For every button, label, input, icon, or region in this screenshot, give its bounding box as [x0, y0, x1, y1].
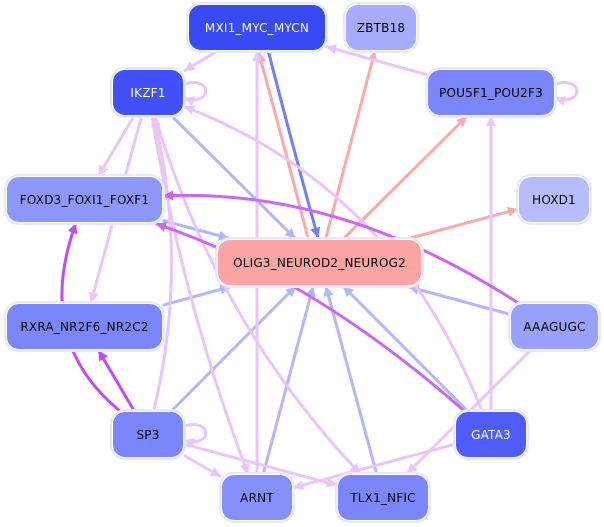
node-mxi1_myc_mycn[interactable]: MXI1_MYC_MYCN [189, 5, 325, 50]
edge-arnt-to-olig3_neurod2_neurog2 [262, 285, 316, 475]
edge-ikzf1-to-foxd3_foxi1_foxf1 [97, 115, 135, 177]
edge-sp3-to-rxra_nr2f6_nr2c2 [97, 349, 136, 412]
self-loop-pou5f1_pou2f3 [553, 81, 579, 106]
node-label: ARNT [240, 490, 274, 505]
node-label: RXRA_NR2F6_NR2C2 [20, 319, 149, 334]
edge-pou5f1_pou2f3-to-mxi1_myc_mycn [325, 44, 428, 76]
node-arnt[interactable]: ARNT [222, 475, 292, 520]
node-gata3[interactable]: GATA3 [456, 412, 526, 457]
edge-ikzf1-to-tlx1_nfic [153, 115, 362, 475]
edge-ikzf1-to-olig3_neurod2_neurog2 [171, 115, 297, 240]
node-zbtb18[interactable]: ZBTB18 [346, 5, 416, 50]
node-label: FOXD3_FOXI1_FOXF1 [19, 192, 150, 207]
node-olig3_neurod2_neurog2[interactable]: OLIG3_NEUROD2_NEUROG2 [218, 240, 421, 285]
node-pou5f1_pou2f3[interactable]: POU5F1_POU2F3 [428, 70, 554, 115]
node-label: POU5F1_POU2F3 [439, 85, 543, 100]
edge-mxi1_myc_mycn-to-olig3_neurod2_neurog2 [266, 49, 321, 239]
edge-rxra_nr2f6_nr2c2-to-olig3_neurod2_neurog2 [162, 284, 232, 307]
node-label: MXI1_MYC_MYCN [204, 20, 310, 35]
edge-sp3-to-ikzf1 [151, 115, 173, 412]
edge-mxi1_myc_mycn-to-ikzf1 [183, 50, 218, 72]
node-foxd3_foxi1_foxf1[interactable]: FOXD3_FOXI1_FOXF1 [7, 177, 162, 222]
edge-gata3-to-foxd3_foxi1_foxf1 [155, 222, 465, 412]
node-label: OLIG3_NEUROD2_NEUROG2 [233, 255, 406, 270]
node-ikzf1[interactable]: IKZF1 [113, 70, 183, 115]
node-label: GATA3 [471, 427, 511, 442]
node-tlx1_nfic[interactable]: TLX1_NFIC [338, 475, 428, 520]
node-aaagugc[interactable]: AAAGUGC [511, 304, 598, 349]
edge-gata3-to-olig3_neurod2_neurog2 [342, 285, 469, 412]
node-label: AAAGUGC [523, 319, 586, 334]
node-label: HOXD1 [532, 192, 576, 207]
node-label: TLX1_NFIC [350, 490, 416, 505]
edge-aaagugc-to-olig3_neurod2_neurog2 [407, 284, 511, 316]
edge-olig3_neurod2_neurog2-to-mxi1_myc_mycn [256, 51, 310, 241]
edge-gata3-to-arnt [292, 442, 456, 491]
node-label: IKZF1 [130, 85, 166, 100]
edge-ikzf1-to-arnt [150, 115, 250, 475]
self-loop-ikzf1 [182, 81, 208, 106]
node-label: ZBTB18 [356, 20, 406, 35]
node-hoxd1[interactable]: HOXD1 [519, 177, 589, 222]
edge-aaagugc-to-foxd3_foxi1_foxf1 [162, 190, 519, 304]
edge-sp3-to-olig3_neurod2_neurog2 [170, 285, 297, 412]
edge-sp3-to-arnt [183, 454, 222, 478]
self-loop-sp3 [182, 423, 208, 448]
edge-gata3-to-ikzf1 [183, 105, 483, 412]
node-label: SP3 [136, 427, 160, 442]
node-sp3[interactable]: SP3 [113, 412, 183, 457]
edge-olig3_neurod2_neurog2-to-hoxd1 [409, 206, 519, 240]
node-rxra_nr2f6_nr2c2[interactable]: RXRA_NR2F6_NR2C2 [7, 304, 162, 349]
